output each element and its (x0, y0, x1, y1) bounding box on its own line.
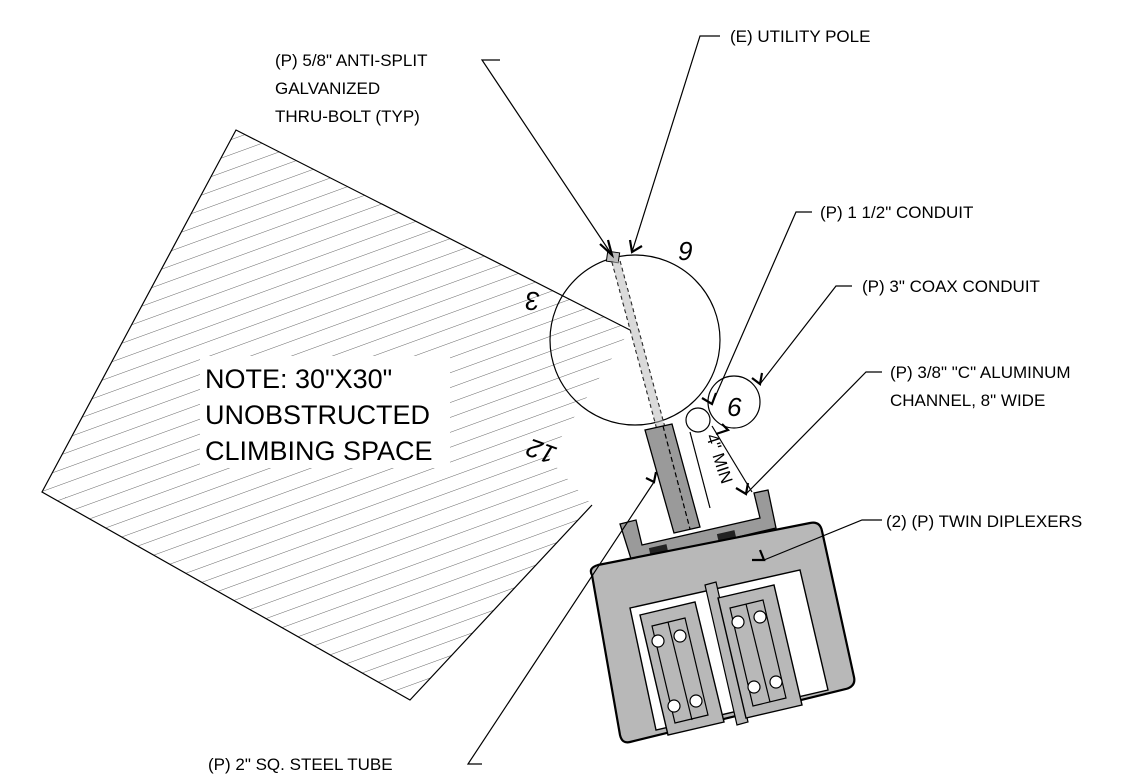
clock-six-conduit: 6 (727, 392, 742, 422)
arrow-ticks (599, 239, 766, 562)
label-utility-pole: (E) UTILITY POLE (730, 27, 870, 46)
bolt-through-tube (662, 425, 691, 530)
label-steel-tube: (P) 2" SQ. STEEL TUBE (208, 755, 393, 774)
note-line-1: NOTE: 30"X30" (205, 364, 392, 394)
utility-pole-circle (549, 254, 721, 426)
label-thru-bolt-2: GALVANIZED (275, 79, 380, 98)
climbing-space-area (41, 129, 631, 701)
leader-lines (466, 35, 882, 765)
dimension-text: 4" MIN (702, 431, 736, 486)
small-conduit-circle (685, 407, 711, 433)
note-line-2: UNOBSTRUCTED (205, 400, 430, 430)
clock-nine-top: 9 (678, 236, 692, 266)
label-conduit-1-5: (P) 1 1/2" CONDUIT (820, 203, 973, 222)
label-coax-conduit: (P) 3" COAX CONDUIT (862, 277, 1040, 296)
label-channel-2: CHANNEL, 8" WIDE (890, 391, 1045, 410)
label-thru-bolt-1: (P) 5/8" ANTI-SPLIT (275, 51, 427, 70)
label-thru-bolt-3: THRU-BOLT (TYP) (275, 107, 420, 126)
note-line-3: CLIMBING SPACE (205, 436, 433, 466)
label-channel-1: (P) 3/8" "C" ALUMINUM (890, 363, 1071, 382)
twin-diplexers (589, 521, 856, 744)
clock-three-left: 3 (525, 286, 540, 316)
dimension-4in: 4" MIN (689, 425, 753, 509)
label-diplexers: (2) (P) TWIN DIPLEXERS (886, 512, 1082, 531)
